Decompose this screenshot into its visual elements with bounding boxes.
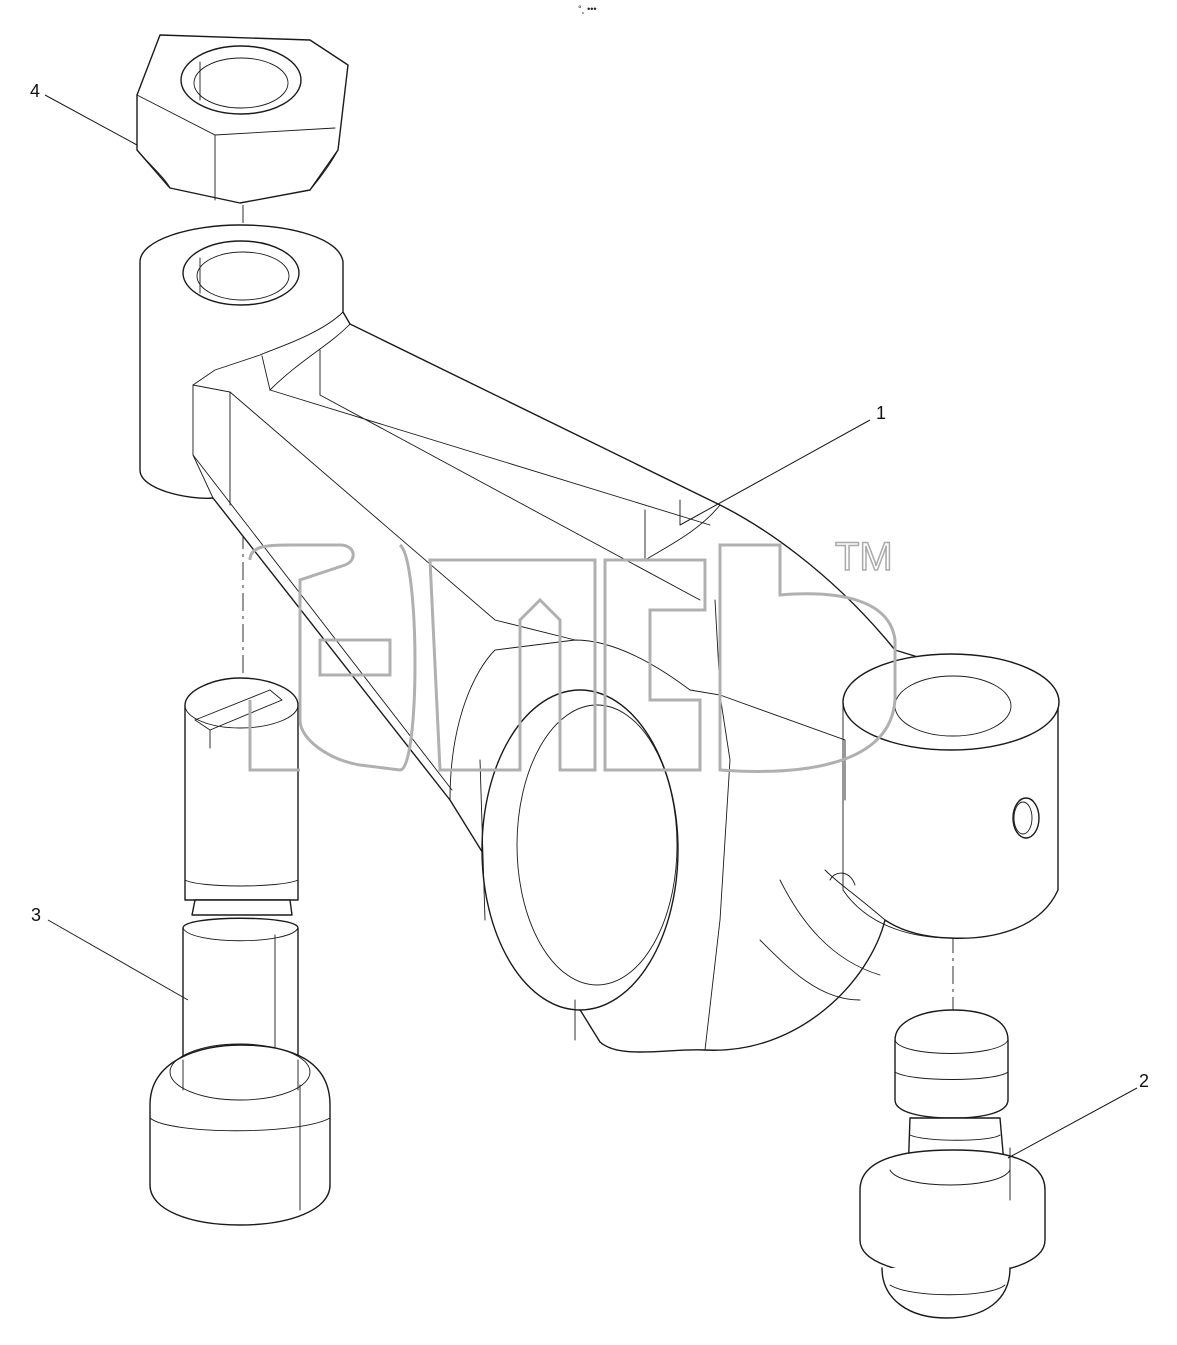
callout-label-3: 3 xyxy=(31,905,41,925)
callout-3: 3 xyxy=(31,905,189,1001)
part-3-adjusting-screw xyxy=(149,677,331,1226)
header-mark: °¸ ••• xyxy=(578,4,597,14)
callout-label-4: 4 xyxy=(30,81,40,101)
callout-label-2: 2 xyxy=(1139,1071,1149,1091)
callout-1: 1 xyxy=(679,403,886,526)
callout-4: 4 xyxy=(30,81,138,146)
part-4-hex-nut xyxy=(136,34,349,204)
watermark-logo: TM xyxy=(248,534,897,773)
callout-label-1: 1 xyxy=(876,403,886,423)
callout-2: 2 xyxy=(1007,1071,1149,1159)
watermark-trademark: TM xyxy=(835,535,893,579)
part-2-ball-stud xyxy=(859,1009,1046,1319)
